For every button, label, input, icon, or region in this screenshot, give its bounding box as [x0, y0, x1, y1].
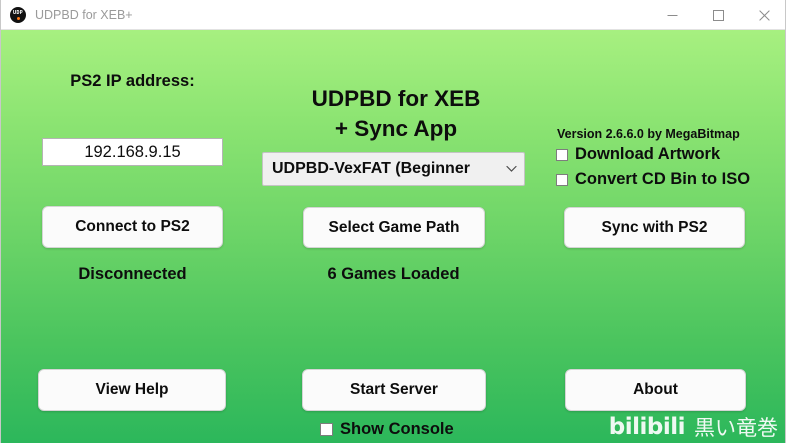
page-title-line-2: + Sync App — [334, 115, 458, 141]
sync-with-ps2-button[interactable]: Sync with PS2 — [564, 207, 745, 248]
ip-address-label: PS2 IP address: — [70, 72, 195, 90]
about-button[interactable]: About — [565, 369, 746, 411]
connection-status: Disconnected — [78, 265, 187, 283]
version-text: Version 2.6.6.0 by MegaBitmap — [557, 127, 740, 141]
maximize-icon — [712, 9, 724, 21]
show-console-checkbox-row[interactable]: Show Console — [320, 420, 454, 439]
ip-address-input[interactable] — [42, 138, 223, 166]
window-title: UDPBD for XEB+ — [35, 7, 133, 22]
watermark-brand: bilibili — [608, 414, 686, 440]
start-server-button[interactable]: Start Server — [302, 369, 486, 411]
download-artwork-checkbox[interactable] — [556, 148, 568, 161]
download-artwork-label: Download Artwork — [575, 145, 721, 163]
minimize-button[interactable] — [649, 0, 695, 30]
watermark: bilibili 黒い竜巻 — [609, 416, 778, 439]
udp-app-icon: UDP — [10, 6, 26, 23]
close-button[interactable] — [741, 0, 785, 30]
minimize-icon — [667, 14, 677, 16]
page-title: UDPBD for XEB + Sync App — [251, 84, 541, 143]
udp-app-icon-label: UDP — [13, 9, 23, 16]
page-title-line-1: UDPBD for XEB — [311, 86, 481, 111]
games-loaded-status: 6 Games Loaded — [327, 265, 460, 283]
show-console-label: Show Console — [340, 420, 454, 438]
close-icon — [758, 9, 770, 21]
maximize-button[interactable] — [695, 0, 741, 30]
watermark-handle: 黒い竜巻 — [694, 416, 778, 440]
show-console-checkbox[interactable] — [320, 423, 333, 436]
titlebar: UDP UDPBD for XEB+ — [1, 0, 785, 30]
view-help-button[interactable]: View Help — [38, 369, 226, 411]
mode-select-value: UDPBD-VexFAT (Beginner — [272, 160, 470, 177]
download-artwork-checkbox-row[interactable]: Download Artwork — [556, 145, 720, 164]
convert-cd-bin-checkbox-row[interactable]: Convert CD Bin to ISO — [556, 170, 750, 189]
chevron-down-icon — [498, 165, 524, 173]
select-game-path-button[interactable]: Select Game Path — [303, 207, 485, 248]
window-controls — [649, 0, 785, 30]
main-surface: UDPBD for XEB + Sync App PS2 IP address:… — [1, 30, 785, 443]
convert-cd-bin-label: Convert CD Bin to ISO — [575, 170, 751, 188]
connect-to-ps2-button[interactable]: Connect to PS2 — [42, 206, 223, 248]
convert-cd-bin-checkbox[interactable] — [556, 173, 568, 186]
udp-app-icon-dot — [16, 17, 20, 21]
mode-select-dropdown[interactable]: UDPBD-VexFAT (Beginner — [262, 152, 525, 186]
